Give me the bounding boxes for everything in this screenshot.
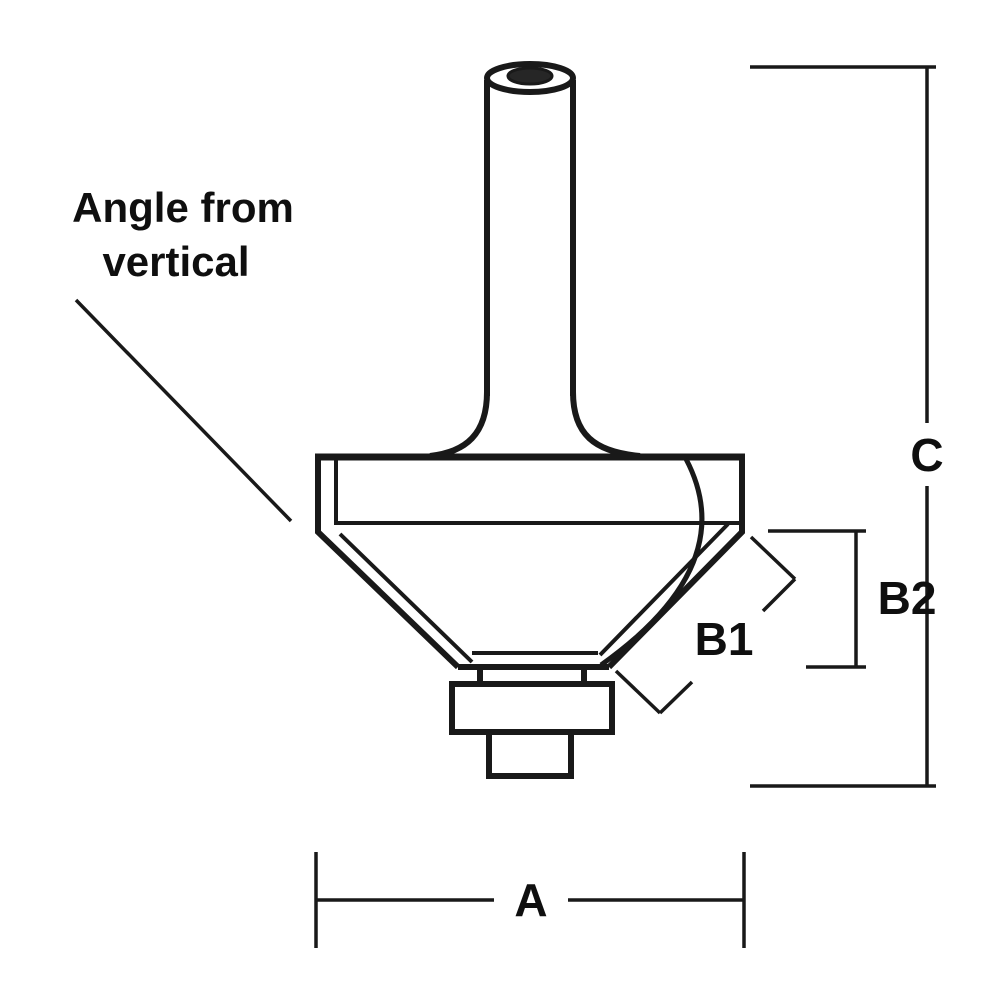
angle-label-line1: Angle from [72, 184, 294, 231]
router-bit [315, 61, 745, 779]
dim-b1-line-lower [658, 680, 694, 715]
guide-bearing [449, 681, 615, 735]
dim-b1-lower-tick [614, 669, 662, 715]
bearing-assembly [449, 664, 615, 779]
dimension-b1: B1 [614, 535, 797, 715]
angle-leader-line [74, 298, 293, 523]
shank-flare-right [570, 391, 641, 459]
dimension-c: C [750, 65, 944, 788]
angle-label-line2: vertical [102, 238, 249, 285]
cutter-left-inner-edge [334, 457, 740, 525]
dim-b2-label: B2 [878, 572, 937, 624]
cutter-head [315, 453, 745, 670]
shank [429, 61, 641, 459]
shank-flare-left [429, 391, 490, 459]
cutter-left-outer-edge [315, 457, 461, 670]
bearing-screw [486, 729, 574, 779]
shank-top-hole [506, 66, 554, 86]
flute-curve [599, 457, 705, 668]
dim-a-label: A [514, 874, 547, 926]
dim-b1-upper-tick [749, 535, 797, 581]
cutter-right-inner-diagonal [598, 522, 730, 657]
angle-callout: Angle from vertical [72, 184, 294, 523]
dim-b1-line-upper [761, 577, 797, 613]
dim-c-label: C [910, 429, 943, 481]
shank-top-face [484, 61, 576, 95]
dimension-b2: B2 [768, 529, 937, 669]
dimension-a: A [314, 852, 746, 948]
cutter-left-inner-diagonal [338, 532, 474, 664]
dim-b1-label: B1 [695, 613, 754, 665]
